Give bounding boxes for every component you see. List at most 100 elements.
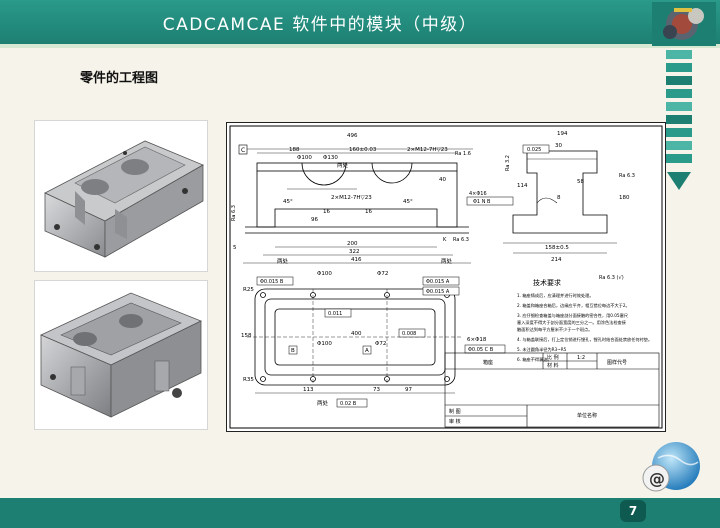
tol-pos2: Φ0.015 A xyxy=(426,279,450,285)
dim-thread2: 2×M12-7H▽23 xyxy=(331,195,372,201)
drawing-canvas: 496 188 160±0.03 2×M12-7H▽23 Φ130 Φ100 2… xyxy=(229,125,663,429)
housing-render-bottom-image xyxy=(40,292,202,418)
roughness-1-6: Ra 1.6 xyxy=(455,151,471,157)
dim-214: 214 xyxy=(551,257,562,263)
datum-k: K xyxy=(443,237,447,243)
dim-phi100-b: Φ100 xyxy=(317,341,332,347)
dim-97: 97 xyxy=(405,387,412,393)
housing-render-top-image xyxy=(44,140,204,258)
page-number: 7 xyxy=(620,500,646,522)
front-view xyxy=(241,148,473,264)
tb-name: 箱座 xyxy=(483,359,493,366)
front-view-dims: 496 188 160±0.03 2×M12-7H▽23 Φ130 Φ100 2… xyxy=(233,133,448,263)
dim-phi100: Φ100 xyxy=(297,155,312,161)
tech-line-6: 4. 与箱盖联接后，打上定位销进行镗孔，镗孔时结合面处禁放任何衬垫。 xyxy=(517,336,652,343)
tb-material-label: 材 料 xyxy=(547,362,559,369)
label-lianglian-3: 两处 xyxy=(441,257,453,265)
dim-thread: 2×M12-7H▽23 xyxy=(407,147,448,153)
dim-45a: 45° xyxy=(283,199,293,205)
dim-160: 160±0.03 xyxy=(349,147,377,153)
tol-pos5: Φ1 N B xyxy=(473,199,491,205)
dim-8: 8 xyxy=(557,195,561,201)
tb-scale-value: 1:2 xyxy=(577,355,585,361)
dim-5: 5 xyxy=(233,245,237,251)
title-bar: CADCAMCAE 软件中的模块（中级） xyxy=(0,0,720,44)
dim-114: 114 xyxy=(517,183,528,189)
side-decoration xyxy=(666,50,692,167)
dim-phi130: Φ130 xyxy=(323,155,338,161)
roughness-6-3-b: Ra 6.3 xyxy=(453,237,469,243)
dim-416: 416 xyxy=(351,257,362,263)
tb-checker: 审 核 xyxy=(449,418,461,425)
engineering-drawing: 496 188 160±0.03 2×M12-7H▽23 Φ130 Φ100 2… xyxy=(226,122,666,432)
tech-line-2: 2. 箱盖和箱座合箱后，边缘应平齐，相互错位每边不大于2。 xyxy=(517,302,630,309)
tech-line-1: 1. 箱座铸成后，应清理并进行时效处理。 xyxy=(517,292,594,299)
dim-48: 30 xyxy=(555,143,562,149)
slide-title: CADCAMCAE 软件中的模块（中级） xyxy=(162,15,478,35)
tech-line-5: 触面积达到每平方厘米不少于一个斑点。 xyxy=(517,326,592,333)
tech-line-8: 6. 箱座不得漏油。 xyxy=(517,356,552,363)
label-lianglian-4: 两处 xyxy=(317,399,329,407)
dim-r25: R25 xyxy=(243,287,254,293)
dim-158-top: 158 xyxy=(241,333,252,339)
label-lianglian-2: 两处 xyxy=(277,257,289,265)
dim-96: 96 xyxy=(311,217,318,223)
tech-line-3: 3. 应仔细检查箱盖与箱座剖分面接触的密合性，用0.05塞尺 xyxy=(517,312,628,319)
datum-c: C xyxy=(241,147,245,154)
tech-roughness-mark: Ra 6.3 (√) xyxy=(599,275,624,281)
dim-16b: 16 xyxy=(365,209,372,215)
tb-drawer: 制 图 xyxy=(449,408,461,415)
dim-45b: 45° xyxy=(403,199,413,205)
dim-phi72-b: Φ72 xyxy=(375,341,386,347)
tol-pos4: Φ0.05 C B xyxy=(468,347,494,353)
tol-pos3: Φ0.015 A xyxy=(426,289,450,295)
top-view-dims: R25 R35 158 400 113 73 97 Φ100 Φ72 Φ100 … xyxy=(241,257,487,407)
title-accent-line xyxy=(0,44,720,48)
dim-phi72-top: Φ72 xyxy=(377,271,388,277)
datum-a: A xyxy=(365,348,369,354)
dim-40: 40 xyxy=(439,177,446,183)
tech-line-4: 塞入深度不得大于剖分面宽度的三分之一。用涂色法检查接 xyxy=(517,319,627,326)
dim-58: 58 xyxy=(577,179,584,185)
dim-6x18: 6×Φ18 xyxy=(467,337,487,343)
svg-text:@: @ xyxy=(649,469,665,488)
dim-phi100-top: Φ100 xyxy=(317,271,332,277)
roughness-6-3-c: Ra 6.3 xyxy=(619,173,635,179)
datum-b: B xyxy=(291,348,295,354)
dim-4x16: 4×Φ16 xyxy=(469,191,487,197)
gearbox-logo-icon xyxy=(652,2,716,46)
tb-company: 单位名称 xyxy=(577,412,597,419)
dim-158: 158±0.5 xyxy=(545,245,569,251)
tech-title: 技术要求 xyxy=(533,278,561,287)
dim-188: 188 xyxy=(289,147,300,153)
side-view xyxy=(503,150,617,254)
footer-bar xyxy=(0,498,720,528)
title-block xyxy=(444,352,660,428)
roughness-6-3-a: Ra 6.3 xyxy=(231,205,237,221)
email-globe-icon: @ xyxy=(642,442,700,492)
label-lianglian: 两处 xyxy=(337,161,349,169)
dim-322: 322 xyxy=(349,249,360,255)
dim-496: 496 xyxy=(347,133,358,139)
tech-line-7: 5. 未注圆角半径为R3~R5 xyxy=(517,346,567,353)
top-view xyxy=(247,288,463,394)
tol-flatness: 0.025 xyxy=(527,147,541,153)
dim-73: 73 xyxy=(373,387,380,393)
section-title: 零件的工程图 xyxy=(80,71,159,86)
tb-code-label: 图样代号 xyxy=(607,359,627,366)
side-view-dims: 194 30 180 114 8 58 158±0.5 214 xyxy=(517,131,630,263)
tol-pos1: Φ0.015 B xyxy=(260,279,284,285)
tech-requirements: 技术要求 Ra 6.3 (√) 1. 箱座铸成后，应清理并进行时效处理。 2. … xyxy=(517,275,652,363)
roughness-3-2: Ra 3.2 xyxy=(505,155,511,171)
tol-perp: 0.02 B xyxy=(340,401,357,407)
triangle-marker-icon xyxy=(667,172,691,190)
tb-scale-label: 比 例 xyxy=(547,354,559,361)
tol-par2: 0.008 xyxy=(402,331,416,337)
dim-113: 113 xyxy=(303,387,314,393)
dim-r35: R35 xyxy=(243,377,254,383)
dim-180: 180 xyxy=(619,195,630,201)
housing-render-top xyxy=(34,120,208,272)
tol-par1: 0.011 xyxy=(328,311,342,317)
dim-194: 194 xyxy=(557,131,568,137)
dim-200: 200 xyxy=(347,241,358,247)
